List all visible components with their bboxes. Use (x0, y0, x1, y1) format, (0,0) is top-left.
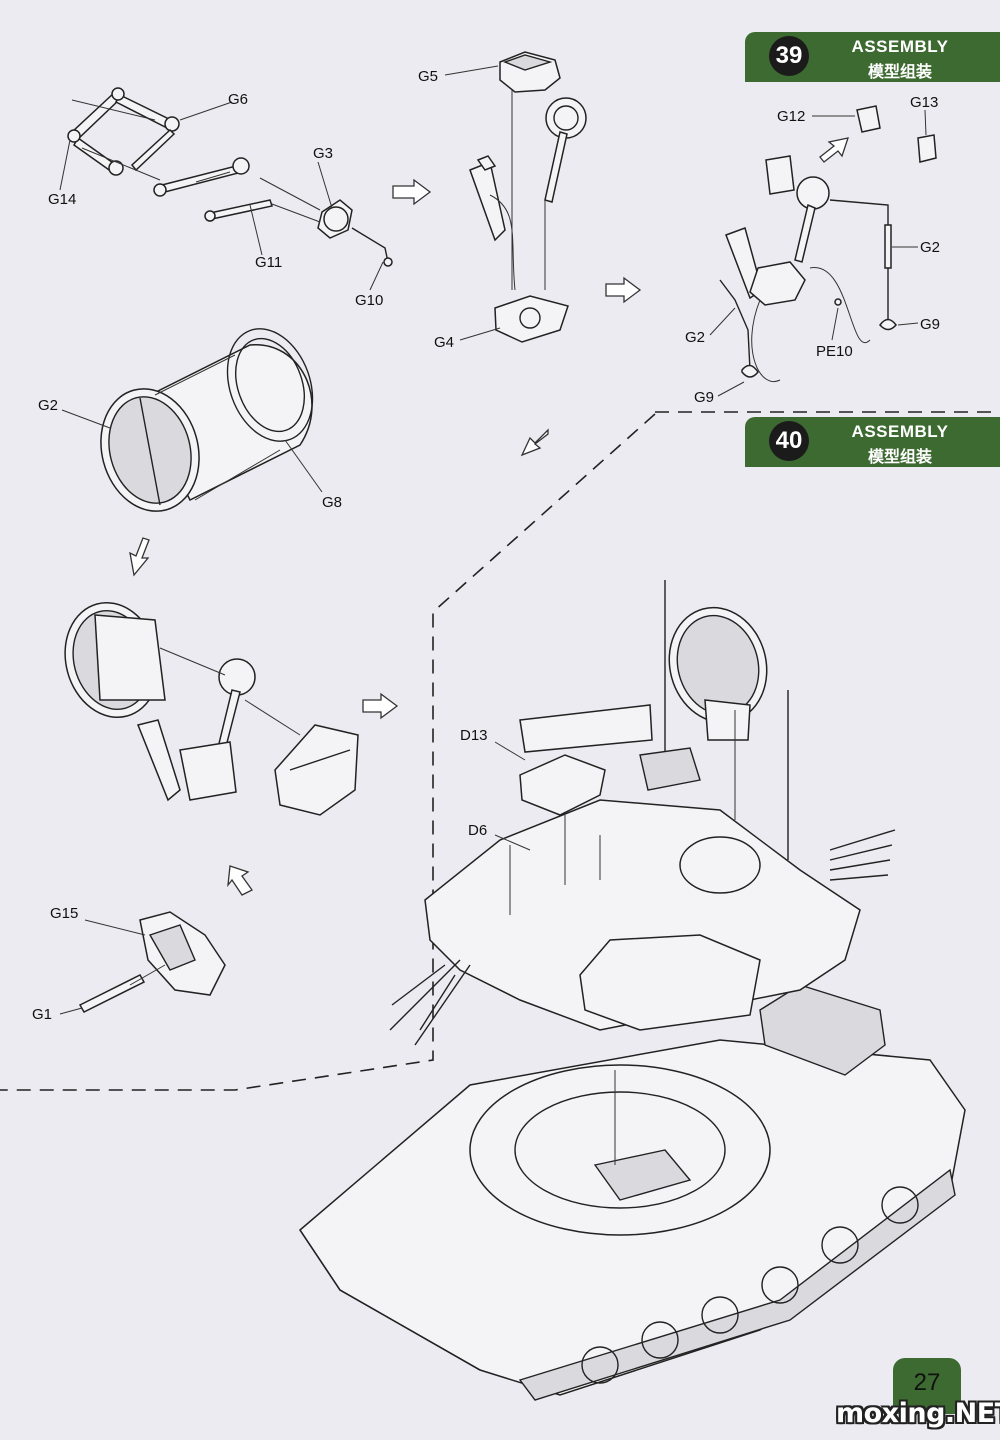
step-title: ASSEMBLY (851, 37, 949, 56)
label-g10: G10 (355, 292, 383, 309)
label-d6: D6 (468, 822, 487, 839)
g15-g1-subassembly (78, 911, 226, 1013)
arrow-right-icon (605, 276, 642, 304)
label-g13: G13 (910, 94, 938, 111)
label-g12: G12 (777, 108, 805, 125)
step-banner-39: 39 ASSEMBLY 模型组装 (745, 32, 1000, 82)
linkage-subassembly (67, 87, 393, 267)
vehicle-assembly (299, 580, 966, 1401)
label-g9-right: G9 (920, 316, 940, 333)
step-number-badge: 39 (769, 36, 809, 76)
searchlight-assembly (64, 601, 359, 816)
page-number: 27 (893, 1358, 961, 1414)
sensor-detail-subassembly (719, 105, 937, 383)
step-subtitle: 模型组装 (867, 449, 932, 466)
sensor-mast-subassembly (469, 51, 587, 343)
label-g6: G6 (228, 91, 248, 108)
step-number-badge: 40 (769, 421, 809, 461)
label-g5: G5 (418, 68, 438, 85)
step-divider (0, 413, 656, 1091)
arrow-down-icon (520, 428, 549, 457)
label-g2-right: G2 (920, 239, 940, 256)
arrow-down-icon (129, 537, 150, 577)
label-d13: D13 (460, 727, 488, 744)
step-banner-40: 40 ASSEMBLY 模型组装 (745, 417, 1000, 467)
arrow-right-icon (392, 178, 432, 206)
step-subtitle: 模型组装 (867, 64, 932, 81)
arrow-right-icon (362, 692, 399, 720)
watermark-logo: moxing.NET (836, 1398, 1000, 1429)
label-g4: G4 (434, 334, 454, 351)
step-title: ASSEMBLY (851, 422, 949, 441)
label-g2-drum: G2 (38, 397, 58, 414)
label-g14: G14 (48, 191, 76, 208)
label-g9-left: G9 (694, 389, 714, 406)
label-pe10: PE10 (816, 343, 853, 360)
label-g2-left: G2 (685, 329, 705, 346)
label-g11: G11 (255, 254, 282, 271)
label-g1: G1 (32, 1006, 52, 1023)
label-g15: G15 (50, 905, 78, 922)
leader-lines (59, 65, 927, 1015)
searchlight-drum-subassembly (100, 328, 314, 512)
label-g3: G3 (313, 145, 333, 162)
arrow-up-icon (227, 865, 253, 896)
label-g8: G8 (322, 494, 342, 511)
